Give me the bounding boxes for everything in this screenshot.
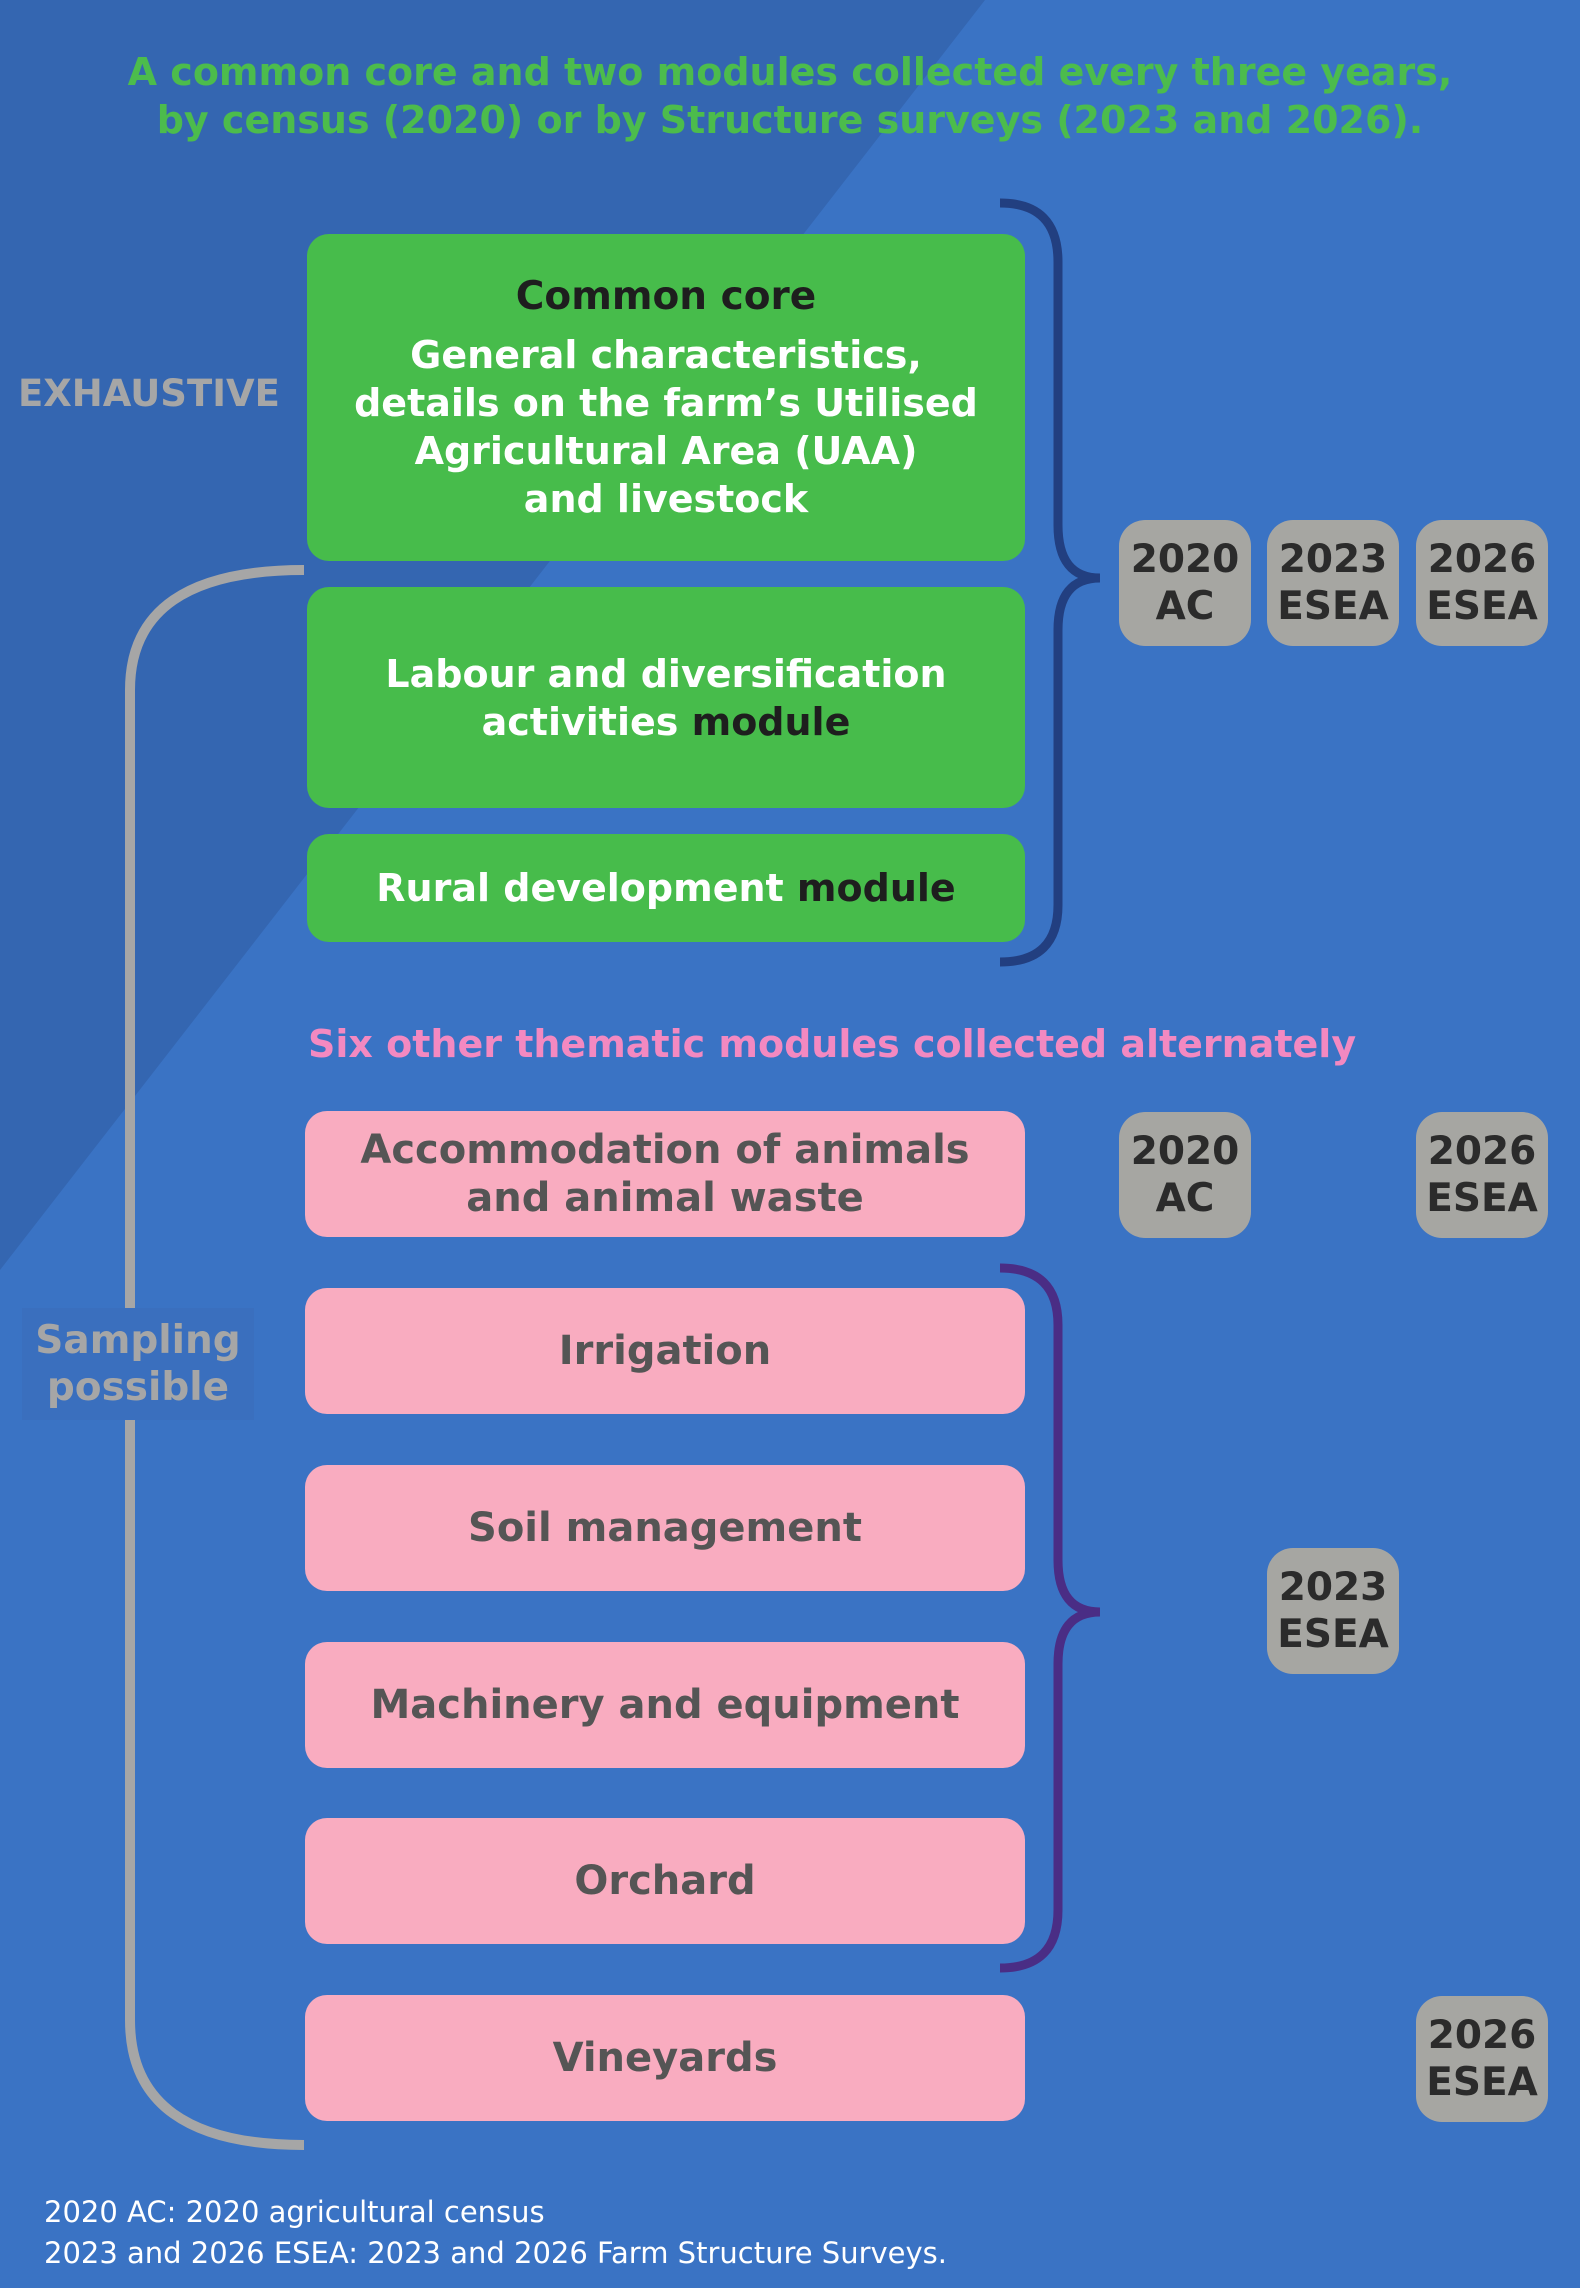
core-modules-brace [999,198,1101,967]
badge-type: ESEA [1426,1176,1538,1221]
badge-core-2020-ac: 2020 AC [1119,520,1251,646]
irrigation-label: Irrigation [558,1328,772,1374]
badge-type: ESEA [1426,2060,1538,2105]
exhaustive-label: EXHAUSTIVE [18,372,280,415]
diagram-title-line2: by census (2020) or by Structure surveys… [156,98,1424,142]
orchard-module-box: Orchard [305,1818,1025,1944]
footnote-line1: 2020 AC: 2020 agricultural census [44,2195,545,2229]
rural-development-module-box: Rural development module [307,834,1025,942]
labour-module-word: module [691,699,851,744]
diagram-title-line1: A common core and two modules collected … [127,50,1453,94]
labour-module-line1: Labour and diversification [385,651,947,696]
labour-module-line2: activities module [482,698,851,746]
badge-core-2026-esea: 2026 ESEA [1416,520,1548,646]
badge-year: 2026 [1427,2013,1537,2058]
labour-diversification-module-box: Labour and diversification activities mo… [307,587,1025,808]
soil-management-label: Soil management [468,1505,862,1551]
accommodation-module-box: Accommodation of animals and animal wast… [305,1111,1025,1237]
machinery-equipment-module-box: Machinery and equipment [305,1642,1025,1768]
badge-type: ESEA [1426,584,1538,629]
common-core-line4: and livestock [523,476,809,521]
badge-type: AC [1155,1176,1215,1221]
accommodation-line2: and animal waste [466,1175,864,1221]
footnote-line2: 2023 and 2026 ESEA: 2023 and 2026 Farm S… [44,2236,948,2270]
rural-module-prefix: Rural development [376,866,797,910]
badge-year: 2023 [1278,1565,1388,1610]
machinery-label: Machinery and equipment [370,1682,960,1728]
badge-thematic-2023-esea: 2023 ESEA [1267,1548,1399,1674]
badge-accommodation-2020-ac: 2020 AC [1119,1112,1251,1238]
vineyards-module-box: Vineyards [305,1995,1025,2121]
common-core-line3: Agricultural Area (UAA) [414,428,918,473]
thematic-2023-brace [999,1263,1101,1973]
badge-core-2023-esea: 2023 ESEA [1267,520,1399,646]
sampling-possible-label: Sampling possible [22,1308,254,1420]
labour-module-line2-prefix: activities [481,699,692,744]
irrigation-module-box: Irrigation [305,1288,1025,1414]
badge-year: 2026 [1427,1129,1537,1174]
badge-vineyards-2026-esea: 2026 ESEA [1416,1996,1548,2122]
common-core-line2: details on the farm’s Utilised [354,380,978,425]
badge-type: AC [1155,584,1215,629]
soil-management-module-box: Soil management [305,1465,1025,1591]
badge-accommodation-2026-esea: 2026 ESEA [1416,1112,1548,1238]
badge-year: 2023 [1278,537,1388,582]
badge-year: 2020 [1130,537,1240,582]
badge-type: ESEA [1277,584,1389,629]
common-core-box: Common core General characteristics, det… [307,234,1025,561]
common-core-line1: General characteristics, [410,332,922,377]
vineyards-label: Vineyards [552,2035,778,2081]
sampling-label-line2: possible [46,1365,230,1410]
rural-module-text: Rural development module [376,864,955,912]
orchard-label: Orchard [574,1858,756,1904]
footnotes: 2020 AC: 2020 agricultural census 2023 a… [44,2192,947,2274]
rural-module-word: module [796,866,956,910]
thematic-modules-heading: Six other thematic modules collected alt… [308,1022,1357,1066]
accommodation-line1: Accommodation of animals [360,1127,970,1173]
sampling-label-line1: Sampling [35,1318,241,1363]
badge-year: 2026 [1427,537,1537,582]
badge-type: ESEA [1277,1612,1389,1657]
diagram-title: A common core and two modules collected … [0,48,1580,144]
badge-year: 2020 [1130,1129,1240,1174]
common-core-title: Common core [515,273,817,319]
